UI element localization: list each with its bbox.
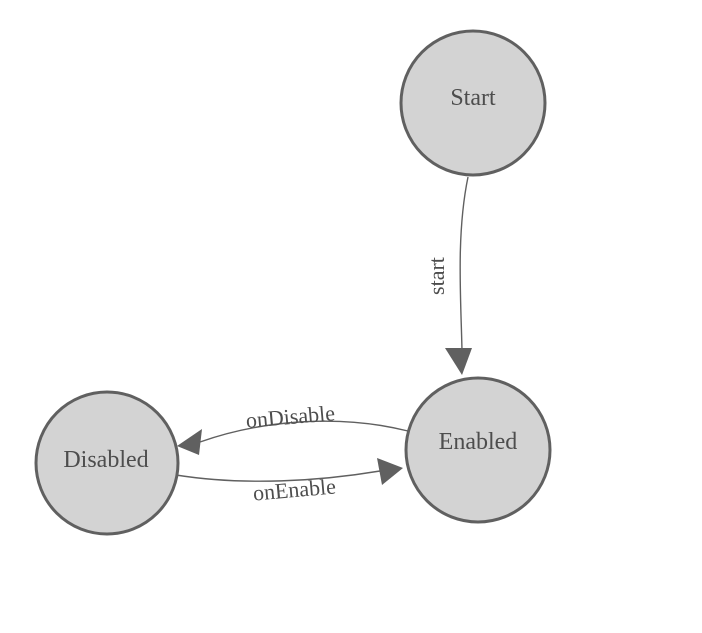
state-circle-start [399, 29, 547, 177]
edge-label-start: start [424, 257, 449, 295]
state-label-enabled: Enabled [439, 429, 518, 455]
edge-start-to-enabled: start [424, 176, 472, 375]
edge-line-disabled-to-enabled [175, 470, 381, 482]
edge-label-ondisable: onDisable [245, 400, 336, 433]
arrowhead-disabled-to-enabled [377, 458, 403, 485]
state-circle-disabled [34, 390, 180, 536]
edge-line-start-to-enabled [459, 176, 469, 352]
arrowhead-enabled-to-disabled [177, 429, 202, 455]
node-enabled: Enabled [404, 376, 552, 524]
edge-line-enabled-to-disabled [199, 420, 409, 443]
edge-label-onenable: onEnable [252, 473, 337, 505]
node-start: Start [399, 29, 547, 177]
state-label-start: Start [450, 85, 496, 111]
edge-enabled-to-disabled: onDisable [177, 400, 409, 455]
edge-disabled-to-enabled: onEnable [175, 458, 403, 506]
arrowhead-start-to-enabled [445, 348, 472, 375]
node-disabled: Disabled [34, 390, 180, 536]
state-circle-enabled [404, 376, 552, 524]
state-label-disabled: Disabled [63, 447, 148, 473]
